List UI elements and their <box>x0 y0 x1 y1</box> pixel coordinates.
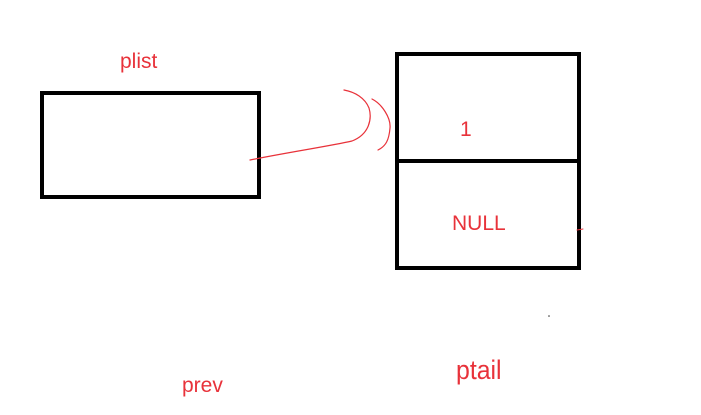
ptail-label: ptail <box>456 355 502 385</box>
plist-box <box>40 91 261 199</box>
node-next-cell <box>395 159 581 270</box>
stray-dot <box>548 315 550 317</box>
node-value-label: 1 <box>460 118 472 141</box>
node-next-label: NULL <box>452 212 506 235</box>
plist-label: plist <box>120 50 158 73</box>
plist-to-node-connector <box>249 89 371 161</box>
prev-label: prev <box>182 374 223 397</box>
connector-bracket <box>371 98 391 151</box>
node-data-cell <box>395 52 581 163</box>
next-cell-tick-mark <box>576 228 584 231</box>
